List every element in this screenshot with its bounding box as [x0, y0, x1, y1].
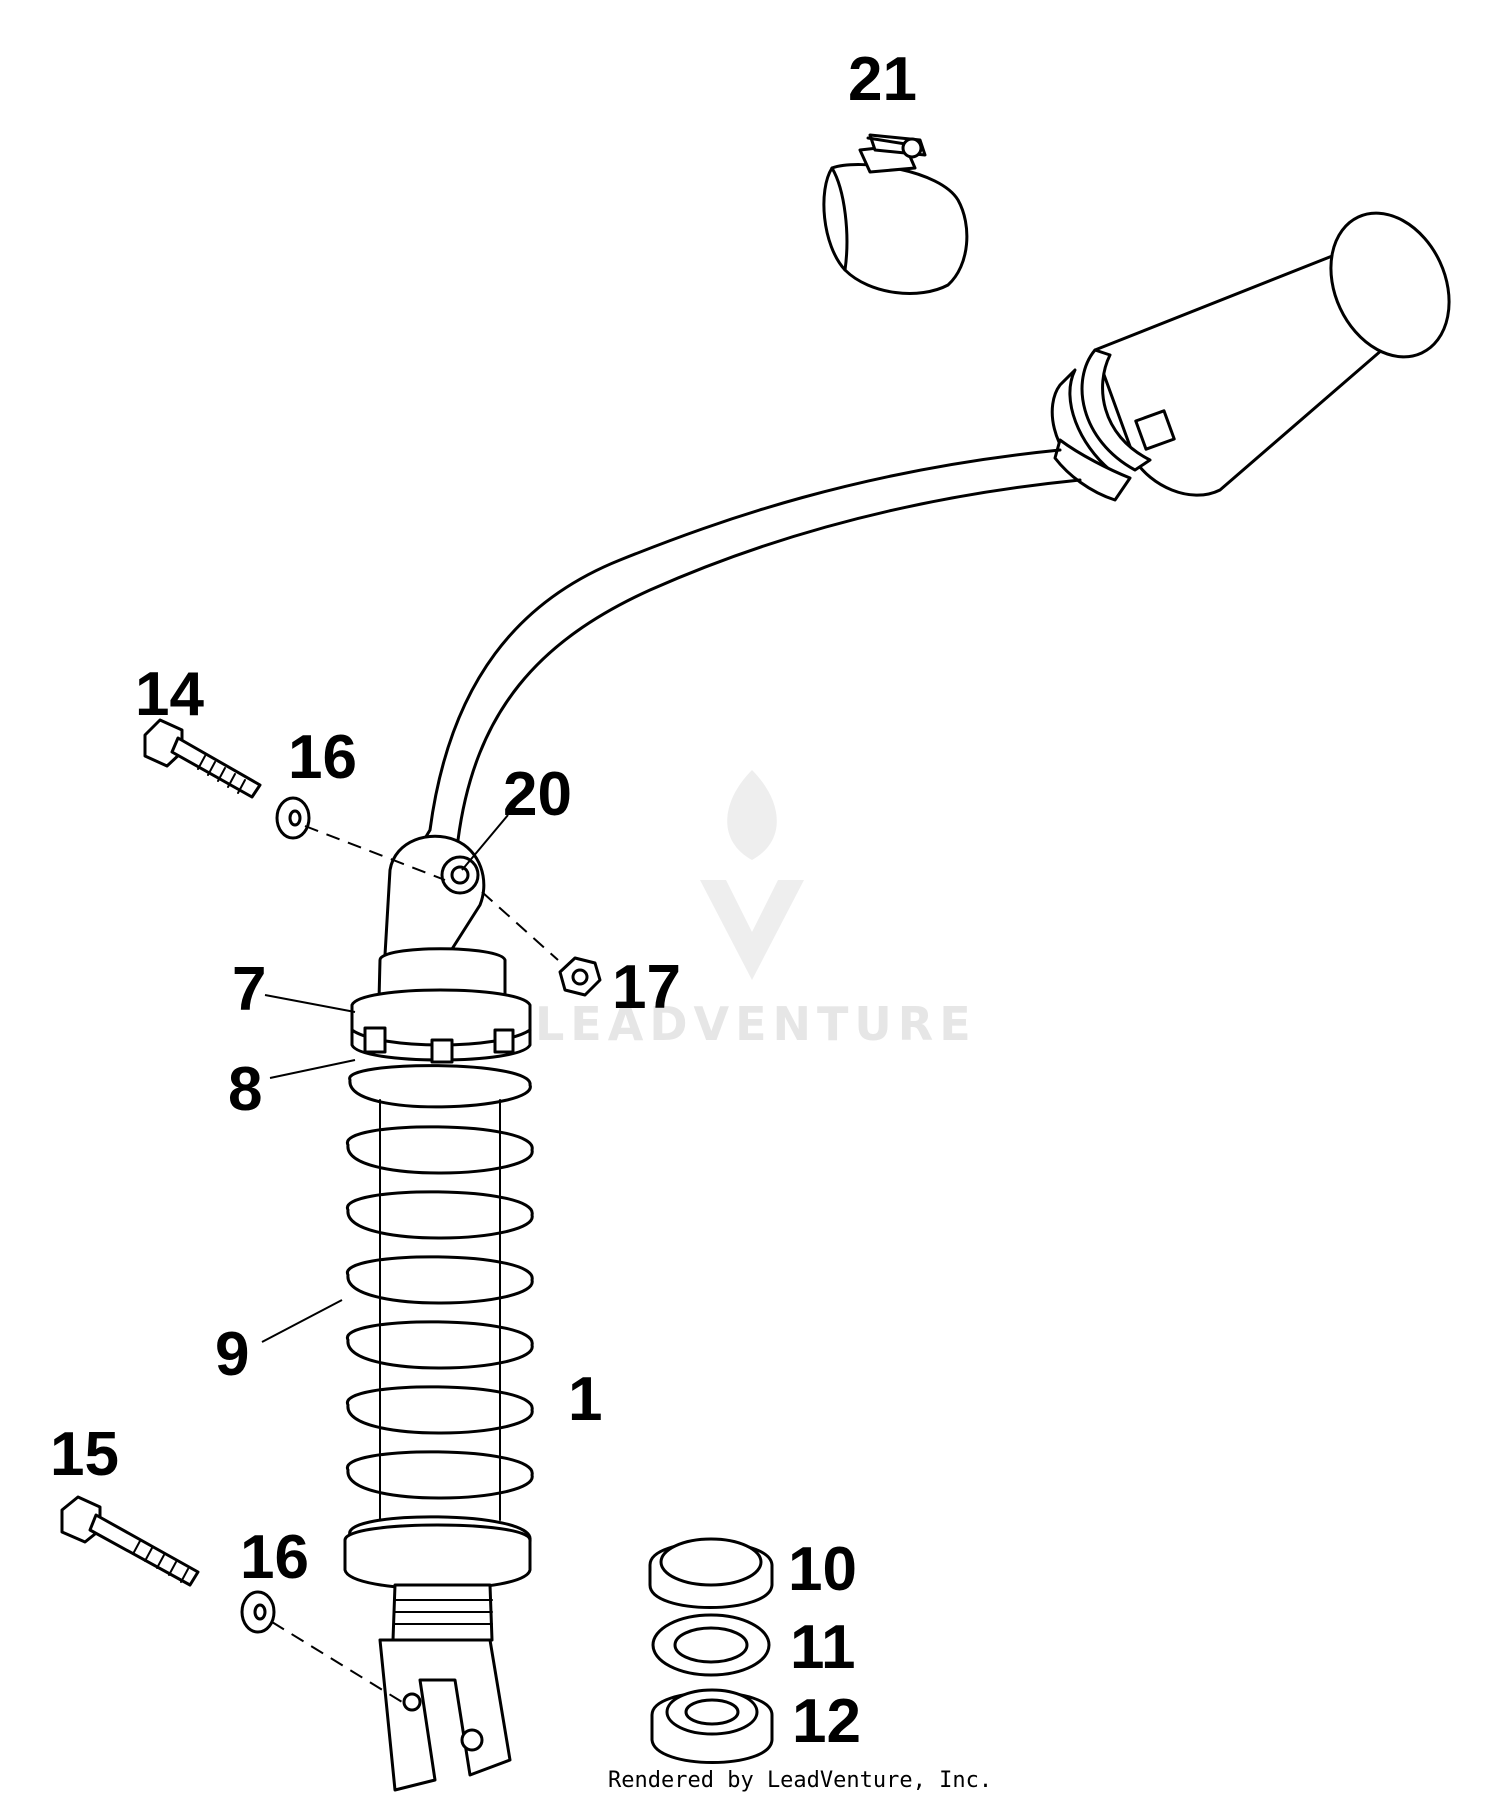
part-11-spacer-ring — [651, 1613, 771, 1677]
label-part-15: 15 — [50, 1420, 119, 1489]
label-part-10: 10 — [788, 1535, 857, 1604]
watermark-text: LEADVENTURE — [535, 997, 977, 1051]
part-9-spring — [346, 1064, 534, 1562]
label-part-12: 12 — [792, 1687, 861, 1756]
part-21-hose-clamp — [822, 133, 969, 295]
part-labels: 21 14 16 20 7 17 8 9 1 15 16 10 11 12 — [50, 45, 917, 1756]
part-16-lower-washer — [240, 1590, 276, 1634]
reservoir-canister — [1050, 211, 1451, 502]
part-15-lower-bolt — [60, 1495, 200, 1587]
part-10-dust-seal — [648, 1537, 774, 1609]
label-part-21: 21 — [848, 45, 917, 114]
part-16-upper-washer — [275, 796, 311, 840]
label-part-7: 7 — [232, 955, 266, 1024]
part-14-upper-bolt — [143, 718, 262, 799]
label-part-1: 1 — [568, 1365, 602, 1434]
leader-lines — [261, 814, 509, 1343]
label-part-11: 11 — [790, 1613, 856, 1682]
label-part-9: 9 — [215, 1320, 249, 1389]
leadventure-watermark: LEADVENTURE — [535, 770, 977, 1051]
reservoir-hose — [416, 448, 1082, 862]
watermark-flame-logo — [700, 770, 804, 980]
footer-credit: Rendered by LeadVenture, Inc. — [608, 1768, 992, 1793]
label-part-20: 20 — [503, 760, 572, 829]
part-1-shock-absorber — [343, 834, 534, 1792]
label-part-16-upper: 16 — [288, 723, 357, 792]
part-17-nut — [558, 956, 602, 997]
label-part-17: 17 — [612, 953, 681, 1022]
label-part-8: 8 — [228, 1055, 262, 1124]
part-12-bushing — [650, 1688, 774, 1764]
label-part-16-lower: 16 — [240, 1523, 309, 1592]
assembly-dash-lines — [271, 825, 559, 1703]
label-part-14: 14 — [135, 660, 204, 729]
